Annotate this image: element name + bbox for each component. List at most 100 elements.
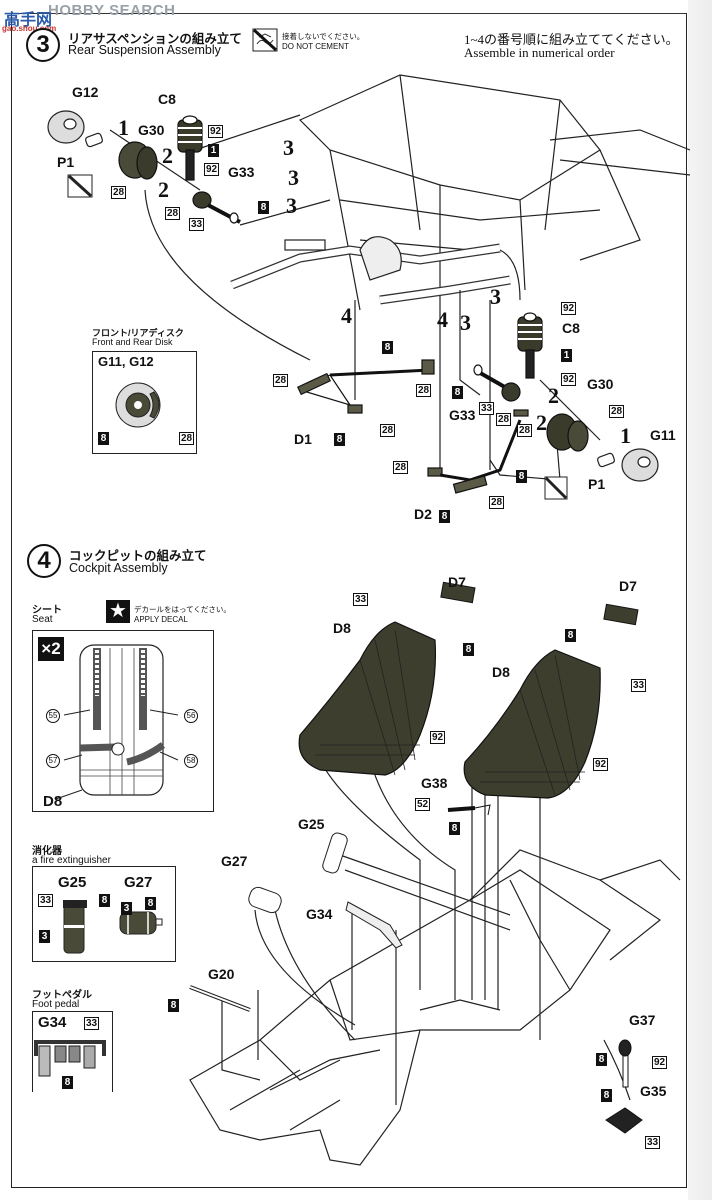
disk-inset-title-jp: フロント/リアディスク (92, 328, 184, 338)
extinguisher-inset-box (32, 866, 176, 962)
color-code-badge: 8 (382, 341, 393, 354)
color-code-badge: 33 (645, 1136, 661, 1149)
disk-g12 (47, 110, 85, 144)
part-label-d7-right: D7 (619, 578, 637, 594)
sequence-number: 4 (341, 303, 352, 328)
color-code-badge: 28 (496, 413, 512, 426)
no-cement-en: DO NOT CEMENT (282, 42, 349, 51)
color-code-badge: 28 (165, 207, 181, 220)
part-label-g37: G37 (629, 1012, 656, 1028)
color-code-badge: 28 (111, 186, 127, 199)
color-code-badge: 33 (631, 679, 647, 692)
apply-decal-jp: デカールをはってください。 (134, 605, 231, 614)
color-code-badge: 8 (601, 1089, 612, 1102)
decal-number-56: 56 (184, 709, 198, 723)
color-code-badge: 8 (98, 432, 109, 445)
color-code-badge: 8 (565, 629, 576, 642)
part-label-c8-right: C8 (562, 320, 580, 336)
color-code-badge: 8 (452, 386, 463, 399)
pedal-inset-title-en: Foot pedal (32, 999, 80, 1010)
color-code-badge: 33 (84, 1017, 100, 1030)
part-label-g30-left: G30 (138, 122, 165, 138)
sequence-number: 2 (158, 177, 169, 202)
color-code-badge: 8 (449, 822, 460, 835)
apply-decal-icon: ★ (106, 600, 130, 623)
color-code-badge: 92 (593, 758, 609, 771)
color-code-badge: 8 (334, 433, 345, 446)
color-code-badge: 92 (430, 731, 446, 744)
part-label-p1-left: P1 (57, 154, 75, 170)
color-code-badge: 28 (517, 424, 533, 437)
color-code-badge: 92 (561, 373, 577, 386)
part-label-g20: G20 (208, 966, 235, 982)
color-code-badge: 28 (380, 424, 396, 437)
step-4-title-jp: コックピットの組み立て (69, 549, 207, 563)
part-label-d7-left: D7 (448, 574, 466, 590)
extinguisher-part-g27: G27 (124, 874, 153, 891)
sequence-number: 3 (460, 310, 471, 335)
pedal-part-g34: G34 (38, 1014, 67, 1031)
extinguisher-inset-title-en: a fire extinguisher (32, 855, 111, 866)
part-label-g38: G38 (421, 775, 448, 791)
color-code-badge: 8 (99, 894, 110, 907)
assembly-order-en: Assemble in numerical order (464, 45, 615, 60)
decal-number-55: 55 (46, 709, 60, 723)
seat-inset-title-jp: シート (32, 605, 62, 616)
part-label-c8-left: C8 (158, 91, 176, 107)
color-code-badge: 28 (273, 374, 289, 387)
part-label-d1: D1 (294, 431, 312, 447)
sequence-number: 3 (288, 165, 299, 190)
assembly-order-jp: 1~4の番号順に組み立ててください。 (464, 32, 679, 47)
color-code-badge: 92 (652, 1056, 668, 1069)
color-code-badge: 8 (596, 1053, 607, 1066)
part-label-g25: G25 (298, 816, 325, 832)
color-code-badge: 3 (39, 930, 50, 943)
color-code-badge: 52 (415, 798, 431, 811)
part-label-p1-right: P1 (588, 476, 606, 492)
decal-number-57: 57 (46, 754, 60, 768)
color-code-badge: 28 (416, 384, 432, 397)
color-code-badge: 1 (208, 144, 219, 157)
seat-left (298, 621, 436, 776)
seat-inset-title-en: Seat (32, 614, 53, 625)
sequence-number: 2 (548, 383, 559, 408)
color-code-badge: 33 (479, 402, 495, 415)
part-label-g30-right: G30 (587, 376, 614, 392)
disk-inset-parts: G11, G12 (98, 354, 154, 369)
sequence-number: 1 (118, 115, 129, 140)
color-code-badge: 92 (561, 302, 577, 315)
extinguisher-part-g25: G25 (58, 874, 87, 891)
color-code-badge: 28 (393, 461, 409, 474)
watermark-url: gao.shou.com (2, 24, 57, 33)
color-code-badge: 3 (121, 902, 132, 915)
part-label-g34: G34 (306, 906, 333, 922)
part-label-g33-right: G33 (449, 407, 476, 423)
step-3-title-en: Rear Suspension Assembly (68, 43, 221, 57)
sequence-number: 3 (283, 135, 294, 160)
seat-multiplier-badge: ×2 (38, 637, 64, 661)
color-code-badge: 8 (168, 999, 179, 1012)
step-4-number: 4 (27, 544, 61, 578)
pedal-inset-title-jp: フットペダル (32, 990, 92, 1001)
part-label-g11: G11 (650, 427, 676, 443)
sequence-number: 1 (620, 423, 631, 448)
decal-number-58: 58 (184, 754, 198, 768)
part-label-d2: D2 (414, 506, 432, 522)
no-cement-icon (252, 28, 278, 52)
watermark-logo: 高手网 (4, 12, 53, 29)
color-code-badge: 92 (208, 125, 224, 138)
watermark-text: HOBBY SEARCH (48, 2, 176, 19)
part-label-g27: G27 (221, 853, 248, 869)
color-code-badge: 92 (204, 163, 220, 176)
color-code-badge: 8 (516, 470, 527, 483)
part-label-d8-right: D8 (492, 664, 510, 680)
color-code-badge: 8 (463, 643, 474, 656)
disk-inset-title-en: Front and Rear Disk (92, 337, 173, 347)
color-code-badge: 28 (489, 496, 505, 509)
part-label-d8-left: D8 (333, 620, 351, 636)
sequence-number: 3 (490, 284, 501, 309)
color-code-badge: 8 (258, 201, 269, 214)
